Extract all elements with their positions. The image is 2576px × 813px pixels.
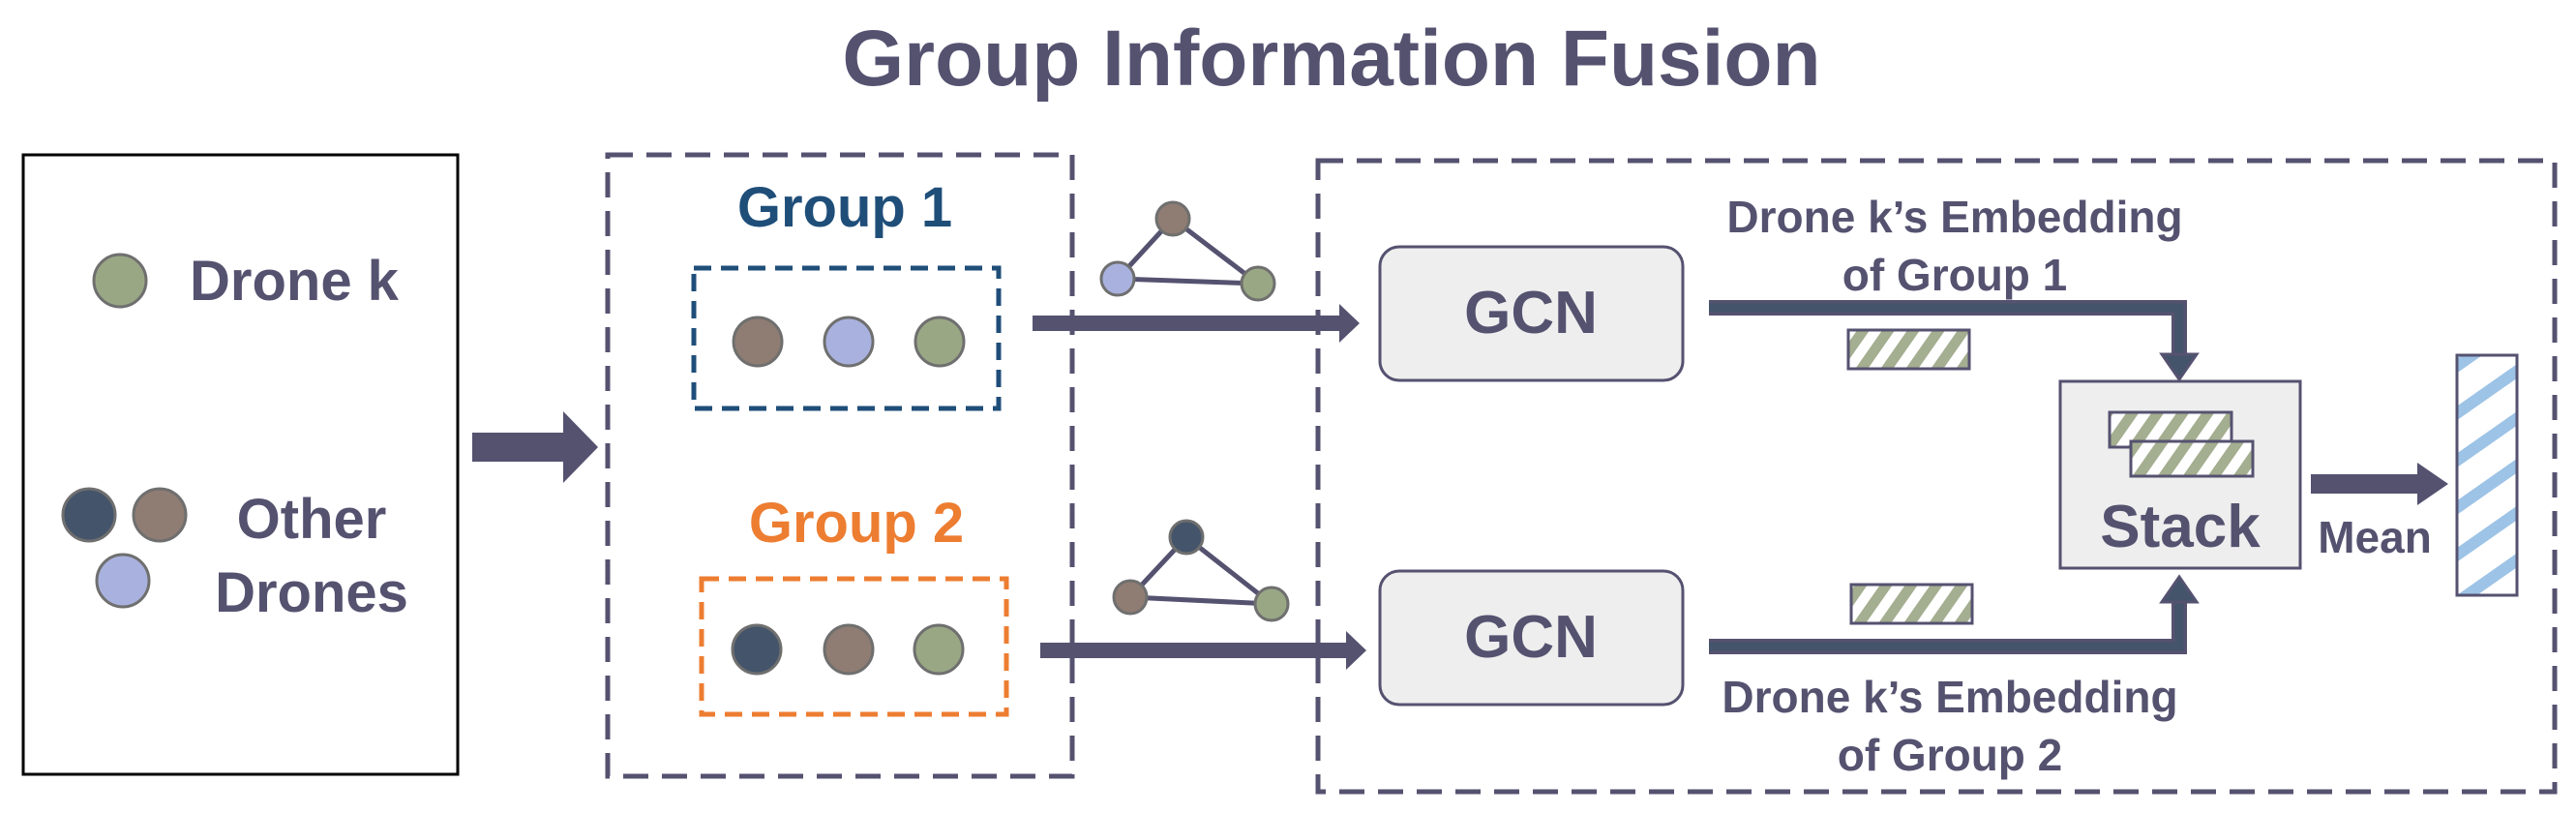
group2-box	[699, 576, 1009, 717]
mean-label: Mean	[2318, 512, 2432, 562]
gcn-bottom-to-stack-arrowhead	[2159, 574, 2200, 604]
stack-to-mean-arrow	[2311, 463, 2448, 505]
embedding-group2-label-line1: Drone k’s Embedding	[1722, 672, 2177, 722]
embedding-group1-vector	[1846, 328, 1971, 371]
stack-label: Stack	[2100, 494, 2261, 560]
fused-embedding-vector	[2455, 353, 2519, 597]
stacked-embedding-front	[2129, 439, 2255, 478]
group1-label: Group 1	[737, 176, 952, 239]
gcn-top-box	[1378, 245, 1685, 382]
groups-container	[605, 152, 1075, 779]
embedding-group1-label-line1: Drone k’s Embedding	[1726, 192, 2182, 242]
gcn-bottom-box	[1378, 569, 1685, 707]
gcn-bottom-label: GCN	[1464, 604, 1598, 671]
group1-box	[691, 265, 1002, 411]
group2-label: Group 2	[749, 492, 964, 555]
other-drone-dark-blue-node	[61, 487, 117, 543]
group2-graph-icon	[1112, 519, 1290, 622]
other-drone-brown-node	[132, 487, 188, 543]
group1-green-drone	[914, 316, 966, 368]
gcn-top-label: GCN	[1464, 280, 1598, 346]
embedding-group1-label-line2: of Group 1	[1842, 250, 2068, 300]
group1-to-gcn-arrow	[1033, 304, 1360, 343]
group2-green-drone	[913, 623, 965, 676]
group1-lavender-drone	[823, 316, 875, 368]
drone-k-legend-label: Drone k	[190, 250, 400, 313]
embedding-group2-vector	[1849, 583, 1974, 625]
other-drone-lavender-node	[95, 553, 151, 609]
diagram-title: Group Information Fusion	[842, 15, 1820, 103]
other-drones-legend-label-line2: Drones	[215, 561, 408, 624]
group2-dark-blue-drone	[731, 623, 783, 676]
gcn-top-to-stack-arrowhead	[2159, 352, 2200, 382]
group1-graph-icon	[1099, 200, 1276, 302]
group2-brown-drone	[823, 623, 875, 676]
other-drones-legend-label-line1: Other	[237, 488, 387, 551]
group1-brown-drone	[732, 316, 784, 368]
legend-box	[21, 153, 460, 776]
legend-to-groups-arrow	[472, 411, 598, 483]
fusion-container	[1315, 158, 2558, 795]
embedding-group2-label-line2: of Group 2	[1838, 730, 2063, 780]
group2-to-gcn-arrow	[1040, 631, 1366, 670]
drone-k-legend-node	[92, 253, 148, 309]
